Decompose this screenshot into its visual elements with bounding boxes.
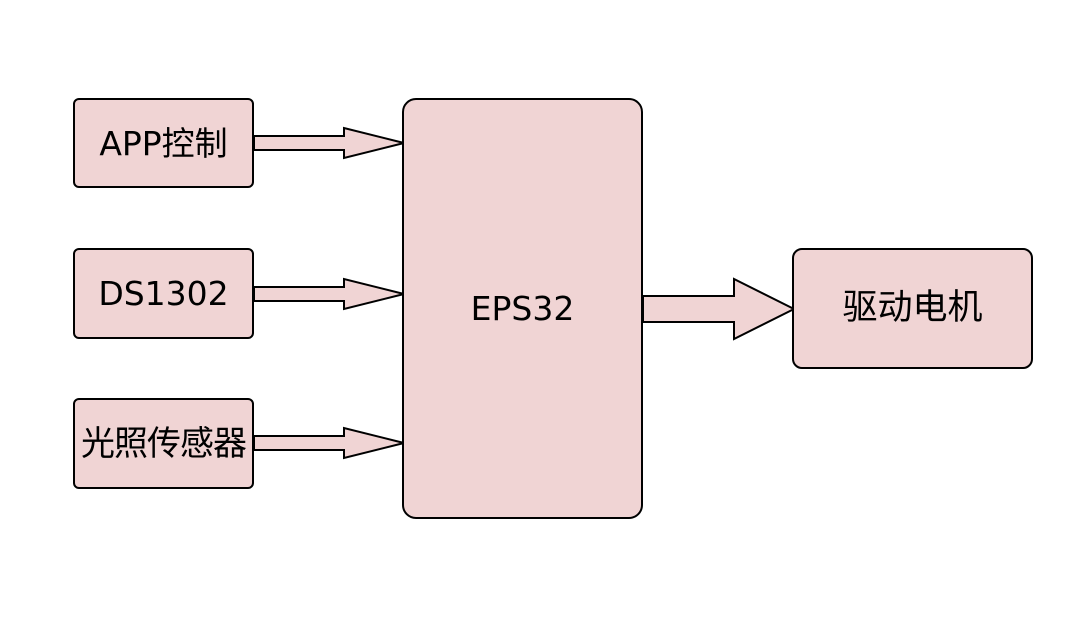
app-control-label: APP控制	[99, 123, 228, 163]
eps32-label: EPS32	[470, 289, 575, 328]
drive-motor-label: 驱动电机	[842, 288, 983, 328]
eps32-controller-box: EPS32	[402, 98, 643, 519]
arrow-eps32-to-motor	[642, 277, 797, 341]
arrow-light-to-eps32	[253, 426, 405, 460]
light-sensor-label: 光照传感器	[81, 423, 247, 464]
arrow-app-to-eps32	[253, 126, 405, 160]
arrow-ds1302-to-eps32	[253, 277, 405, 311]
ds1302-label: DS1302	[98, 274, 229, 313]
light-sensor-box: 光照传感器	[73, 398, 254, 489]
ds1302-box: DS1302	[73, 248, 254, 339]
app-control-box: APP控制	[73, 98, 254, 188]
drive-motor-box: 驱动电机	[792, 248, 1033, 369]
